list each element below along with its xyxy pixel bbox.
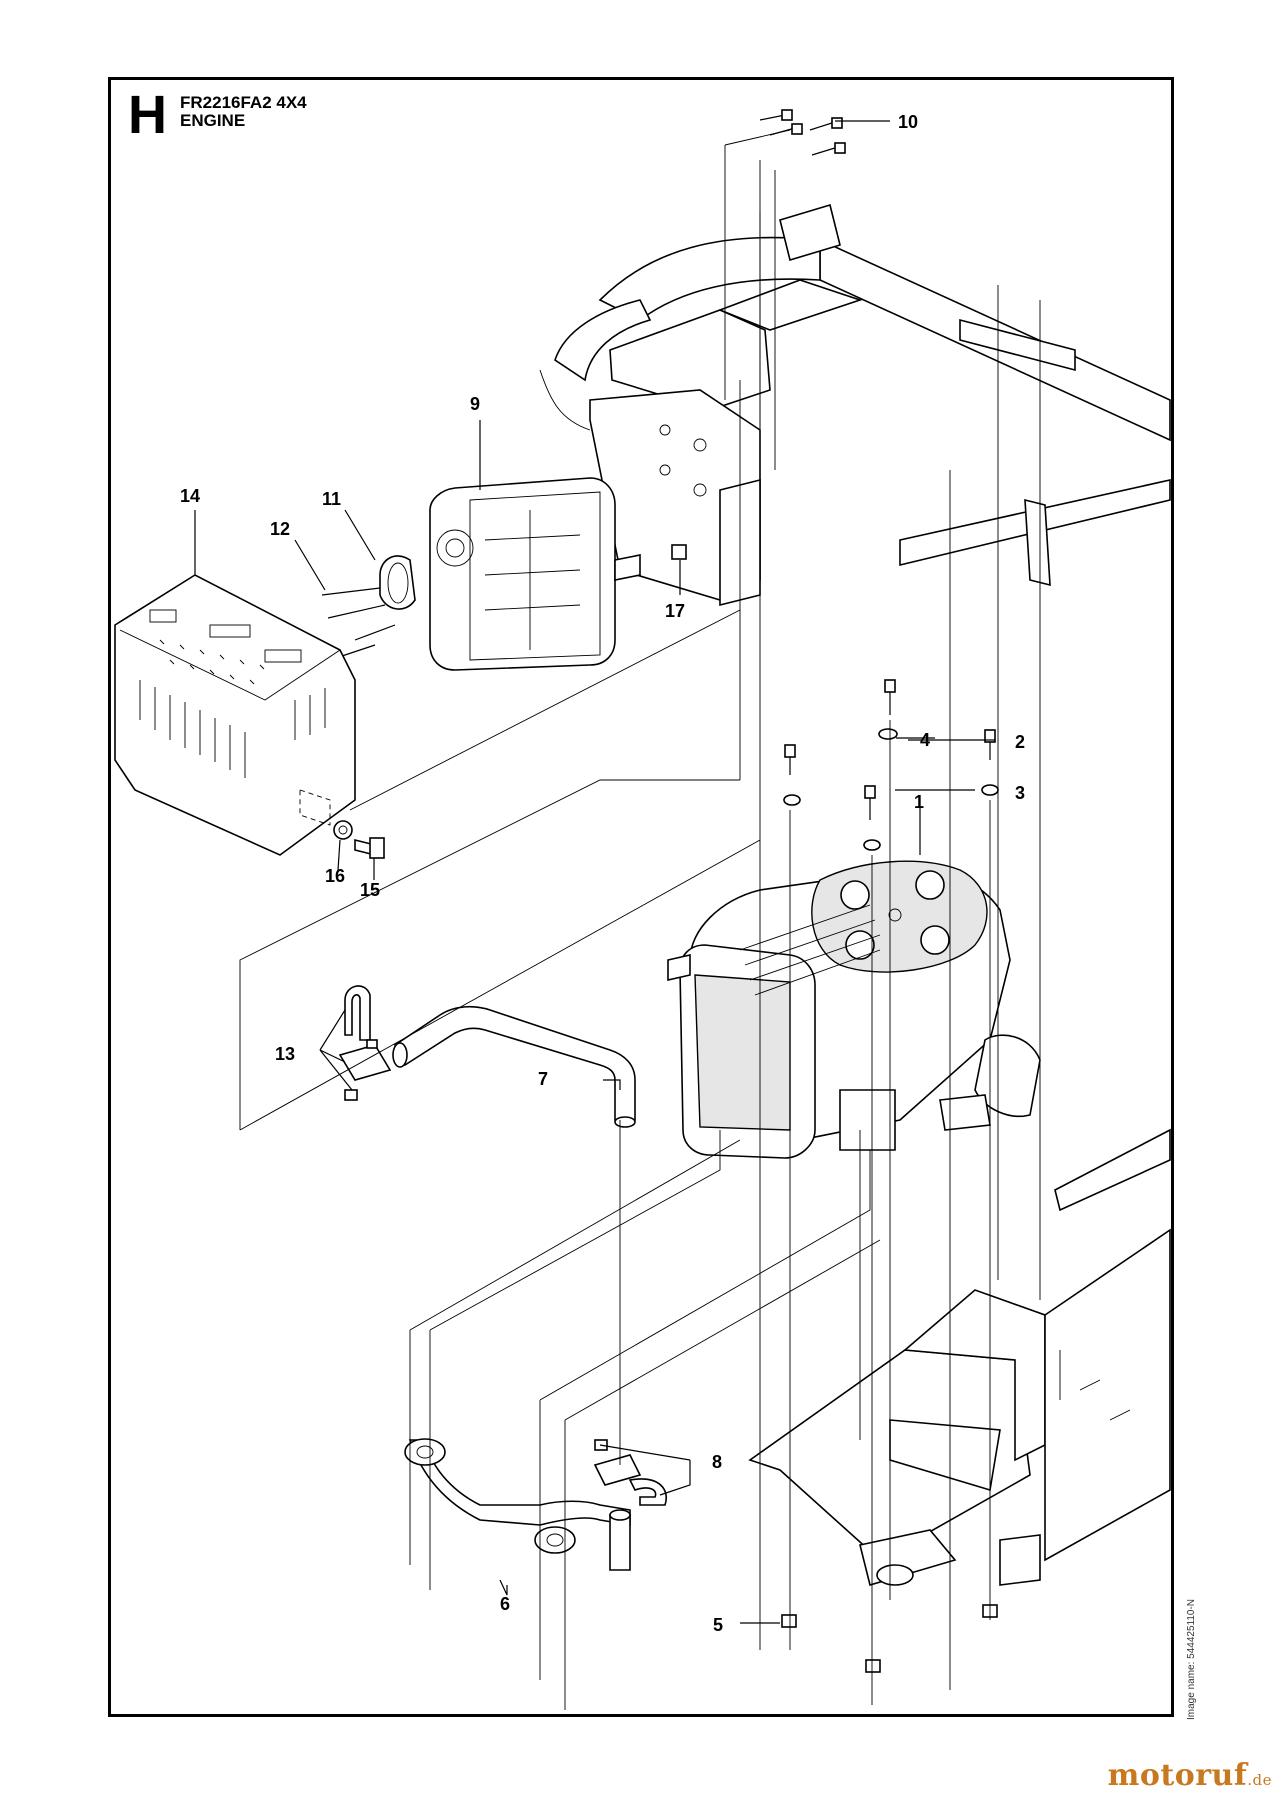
callout-9: 9 <box>470 394 480 414</box>
shield-vent-slots <box>139 609 326 778</box>
callout-7: 7 <box>538 1069 548 1089</box>
muffler <box>429 477 641 671</box>
logo-tld: .de <box>1247 1771 1272 1789</box>
engine-mount-bracket <box>589 203 863 607</box>
exhaust-clamp-13 <box>338 985 392 1101</box>
callout-12: 12 <box>270 519 290 539</box>
callout-3: 3 <box>1015 783 1025 803</box>
image-name-label: Image name: 544425110-N <box>1186 1598 1197 1720</box>
muffler-shield <box>114 574 356 856</box>
exhaust-clamp-8 <box>593 1439 667 1506</box>
callout-11: 11 <box>322 489 341 509</box>
diagram-title: ENGINE <box>180 110 246 130</box>
diagram-frame <box>108 77 1174 1717</box>
callout-13b: 13 <box>275 1044 295 1064</box>
diagram-header: FR2216FA2 4X4 ENGINE <box>180 94 307 130</box>
callout-2: 2 <box>1015 732 1025 752</box>
engine <box>667 860 1041 1159</box>
exhaust-manifold <box>404 1438 631 1571</box>
motoruf-logo[interactable]: motoruf.de <box>1108 1758 1272 1793</box>
leader-lines <box>239 129 1041 1710</box>
callout-17: 17 <box>665 601 685 621</box>
model-name: FR2216FA2 4X4 <box>180 93 307 112</box>
shield-fasteners <box>333 820 385 859</box>
spark-arrester <box>321 555 416 661</box>
callout-15: 15 <box>360 880 380 900</box>
callout-pointers <box>194 120 995 1624</box>
callout-10: 10 <box>898 112 918 132</box>
section-letter: H <box>128 85 167 145</box>
callout-4: 4 <box>920 730 930 750</box>
callout-8: 8 <box>712 1452 722 1472</box>
callout-1: 1 <box>914 792 924 812</box>
bolts-and-hardware <box>671 109 999 1673</box>
callout-14: 14 <box>180 486 200 506</box>
logo-name: motoruf <box>1107 1758 1248 1793</box>
callout-5: 5 <box>713 1615 723 1635</box>
callout-6: 6 <box>500 1594 510 1614</box>
engine-base-plate <box>748 1128 1171 1587</box>
callout-16: 16 <box>325 866 345 886</box>
callout-labels: 1 2 3 4 5 6 7 8 9 10 11 12 14 13 15 16 1… <box>180 112 1025 1635</box>
